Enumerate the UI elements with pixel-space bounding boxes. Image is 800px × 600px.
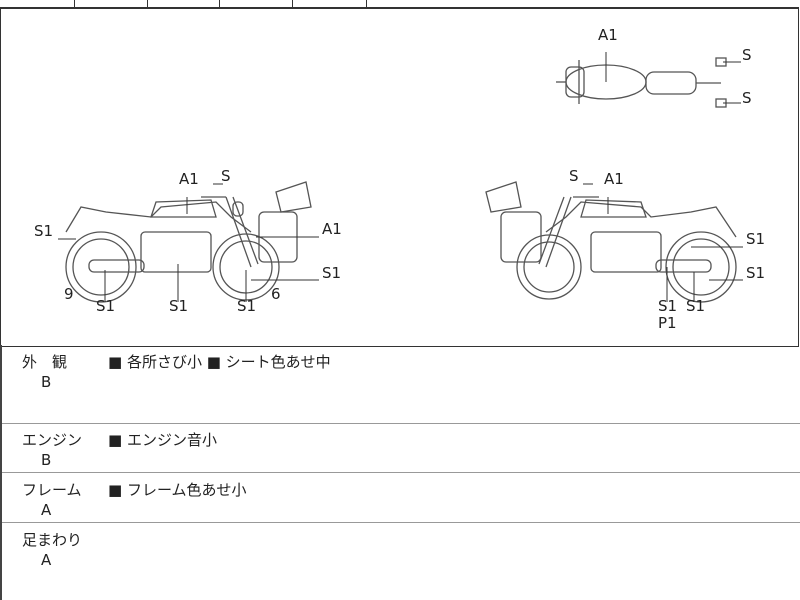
section-notes: ■ フレーム色あせ小 bbox=[108, 481, 247, 499]
section-grade: B bbox=[41, 451, 52, 469]
section-notes: ■ 各所さび小 ■ シート色あせ中 bbox=[108, 353, 331, 371]
damage-code-label: S1 bbox=[169, 297, 189, 315]
motorcycle-right-view bbox=[485, 181, 737, 303]
top-table-strip bbox=[0, 0, 800, 8]
damage-code-label: S1 bbox=[322, 264, 342, 282]
section-engine: エンジン B ■ エンジン音小 bbox=[2, 423, 800, 473]
damage-code-label: A1 bbox=[322, 220, 342, 238]
damage-code-label: P1 bbox=[658, 314, 677, 332]
section-grade: A bbox=[41, 501, 52, 519]
motorcycle-top-view bbox=[556, 57, 727, 108]
damage-code-label: 9 bbox=[64, 285, 74, 303]
table-divider bbox=[147, 0, 148, 8]
section-name: エンジン bbox=[22, 431, 83, 449]
table-divider bbox=[366, 0, 367, 8]
section-exterior: 外 観 B ■ 各所さび小 ■ シート色あせ中 bbox=[2, 345, 800, 424]
damage-code-label: A1 bbox=[179, 170, 199, 188]
damage-code-label: S1 bbox=[237, 297, 257, 315]
damage-code-label: S1 bbox=[658, 297, 678, 315]
section-suspension: 足まわり A bbox=[2, 523, 800, 600]
damage-code-label: A1 bbox=[604, 170, 624, 188]
damage-code-label: S bbox=[569, 167, 579, 185]
motorcycle-drawings bbox=[58, 52, 743, 303]
section-grade: A bbox=[41, 551, 52, 569]
damage-code-label: S bbox=[221, 167, 231, 185]
damage-code-label: S1 bbox=[746, 264, 766, 282]
damage-code-label: S1 bbox=[746, 230, 766, 248]
damage-code-label: S1 bbox=[96, 297, 116, 315]
table-divider bbox=[74, 0, 75, 8]
section-name: 足まわり bbox=[22, 531, 83, 549]
section-name: フレーム bbox=[22, 481, 82, 499]
damage-code-label: S bbox=[742, 89, 752, 107]
section-grade: B bbox=[41, 373, 52, 391]
section-frame: フレーム A ■ フレーム色あせ小 bbox=[2, 473, 800, 523]
damage-code-label: A1 bbox=[598, 26, 618, 44]
section-notes: ■ エンジン音小 bbox=[108, 431, 217, 449]
leader-lines bbox=[58, 52, 743, 302]
damage-code-label: S1 bbox=[34, 222, 54, 240]
table-divider bbox=[219, 0, 220, 8]
damage-code-label: 6 bbox=[271, 285, 281, 303]
damage-code-label: S1 bbox=[686, 297, 706, 315]
motorcycle-left-view bbox=[65, 181, 312, 303]
table-divider bbox=[292, 0, 293, 8]
section-name: 外 観 bbox=[22, 353, 68, 371]
damage-code-label: S bbox=[742, 46, 752, 64]
inspection-sections: 外 観 B ■ 各所さび小 ■ シート色あせ中 エンジン B ■ エンジン音小 … bbox=[0, 345, 800, 600]
